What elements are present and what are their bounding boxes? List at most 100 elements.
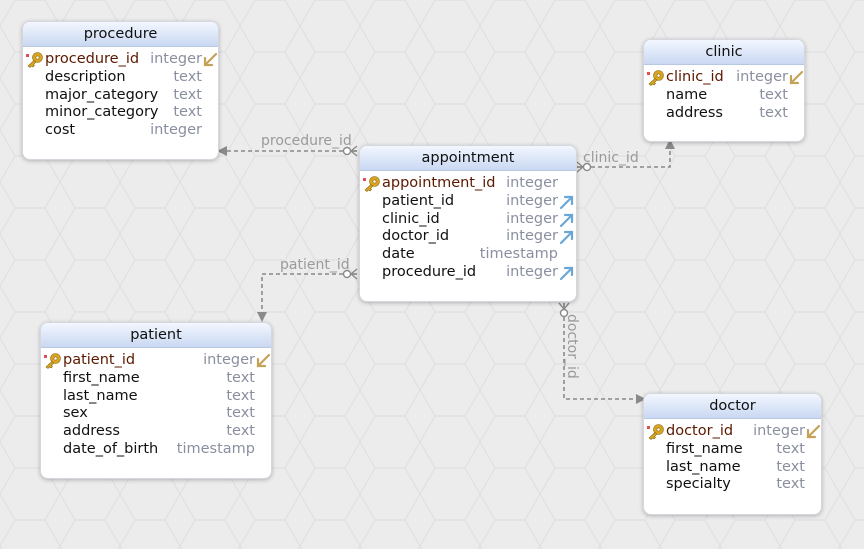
- table-row[interactable]: patient_id integer: [360, 193, 576, 211]
- column-name: sex: [63, 405, 88, 422]
- table-row[interactable]: specialty text: [644, 476, 821, 494]
- table-row[interactable]: minor_category text: [23, 104, 218, 122]
- column-name: clinic_id: [382, 210, 440, 227]
- table-title[interactable]: procedure: [23, 22, 218, 47]
- relation-line-clinic: [577, 142, 671, 168]
- column-name: clinic_id: [666, 69, 724, 85]
- key-icon: [43, 352, 63, 375]
- column-type: text: [226, 369, 255, 386]
- ref-arrow-icon: [788, 70, 804, 92]
- column-type: timestamp: [176, 440, 255, 457]
- column-name: doctor_id: [382, 228, 450, 245]
- column-name: appointment_id: [382, 175, 496, 191]
- ref-arrow-icon: [255, 353, 271, 375]
- column-name: date_of_birth: [63, 440, 159, 457]
- column-name: procedure_id: [382, 263, 477, 280]
- table-row[interactable]: doctor_id integer: [360, 228, 576, 246]
- column-name: doctor_id: [666, 423, 734, 439]
- column-name: minor_category: [45, 104, 159, 121]
- table-row[interactable]: doctor_id integer: [644, 423, 821, 441]
- column-name: name: [666, 86, 708, 103]
- column-type: integer: [753, 423, 805, 439]
- column-name: last_name: [63, 387, 138, 404]
- key-icon: [362, 175, 382, 198]
- ref-arrow-icon: [202, 52, 218, 74]
- fk-arrow-icon: [559, 194, 575, 216]
- column-type: integer: [506, 192, 558, 209]
- relation-label-procedure: procedure_id: [261, 133, 352, 149]
- column-name: last_name: [666, 458, 741, 475]
- key-icon: [25, 51, 45, 74]
- table-title[interactable]: appointment: [360, 146, 576, 171]
- column-name: major_category: [45, 86, 159, 103]
- column-type: text: [226, 423, 255, 440]
- column-name: procedure_id: [45, 51, 140, 67]
- column-name: patient_id: [63, 352, 136, 368]
- table-row[interactable]: name text: [644, 87, 804, 105]
- table-row[interactable]: address text: [41, 423, 271, 441]
- table-row[interactable]: major_category text: [23, 87, 218, 105]
- column-type: integer: [203, 352, 255, 368]
- table-row[interactable]: appointment_id integer: [360, 175, 576, 193]
- column-type: text: [173, 104, 202, 121]
- column-type: integer: [506, 175, 558, 191]
- column-type: integer: [506, 263, 558, 280]
- crowfoot-clinic: [576, 161, 592, 173]
- arrowhead-doctor: [636, 394, 646, 404]
- table-procedure[interactable]: procedure procedure_id integer description…: [22, 21, 219, 160]
- table-row[interactable]: last_name text: [41, 388, 271, 406]
- column-type: text: [759, 104, 788, 121]
- column-type: text: [776, 476, 805, 493]
- column-name: patient_id: [382, 192, 455, 209]
- table-title[interactable]: doctor: [644, 394, 821, 419]
- table-title[interactable]: clinic: [644, 40, 804, 65]
- relation-line-doctor: [563, 303, 642, 400]
- relation-line-patient: [261, 273, 357, 318]
- ref-arrow-icon: [805, 424, 821, 446]
- table-title[interactable]: patient: [41, 323, 271, 348]
- fk-arrow-icon: [559, 212, 575, 234]
- crowfoot-doctor: [558, 302, 570, 318]
- crowfoot-patient: [342, 268, 358, 280]
- table-row[interactable]: patient_id integer: [41, 352, 271, 370]
- column-type: text: [226, 387, 255, 404]
- arrowhead-procedure: [217, 146, 227, 156]
- table-row[interactable]: procedure_id integer: [360, 264, 576, 282]
- column-name: address: [63, 423, 120, 440]
- column-type: text: [173, 86, 202, 103]
- key-icon: [646, 69, 666, 92]
- column-name: description: [45, 68, 126, 85]
- table-row[interactable]: procedure_id integer: [23, 51, 218, 69]
- column-type: integer: [150, 51, 202, 67]
- crowfoot-procedure: [342, 145, 358, 157]
- table-row[interactable]: date timestamp: [360, 246, 576, 264]
- column-name: date: [382, 246, 415, 263]
- column-type: timestamp: [479, 246, 558, 263]
- column-name: specialty: [666, 476, 731, 493]
- column-type: text: [759, 86, 788, 103]
- arrowhead-patient: [257, 312, 267, 322]
- key-icon: [646, 423, 666, 446]
- column-type: text: [776, 440, 805, 457]
- column-type: integer: [506, 228, 558, 245]
- table-row[interactable]: date_of_birth timestamp: [41, 441, 271, 459]
